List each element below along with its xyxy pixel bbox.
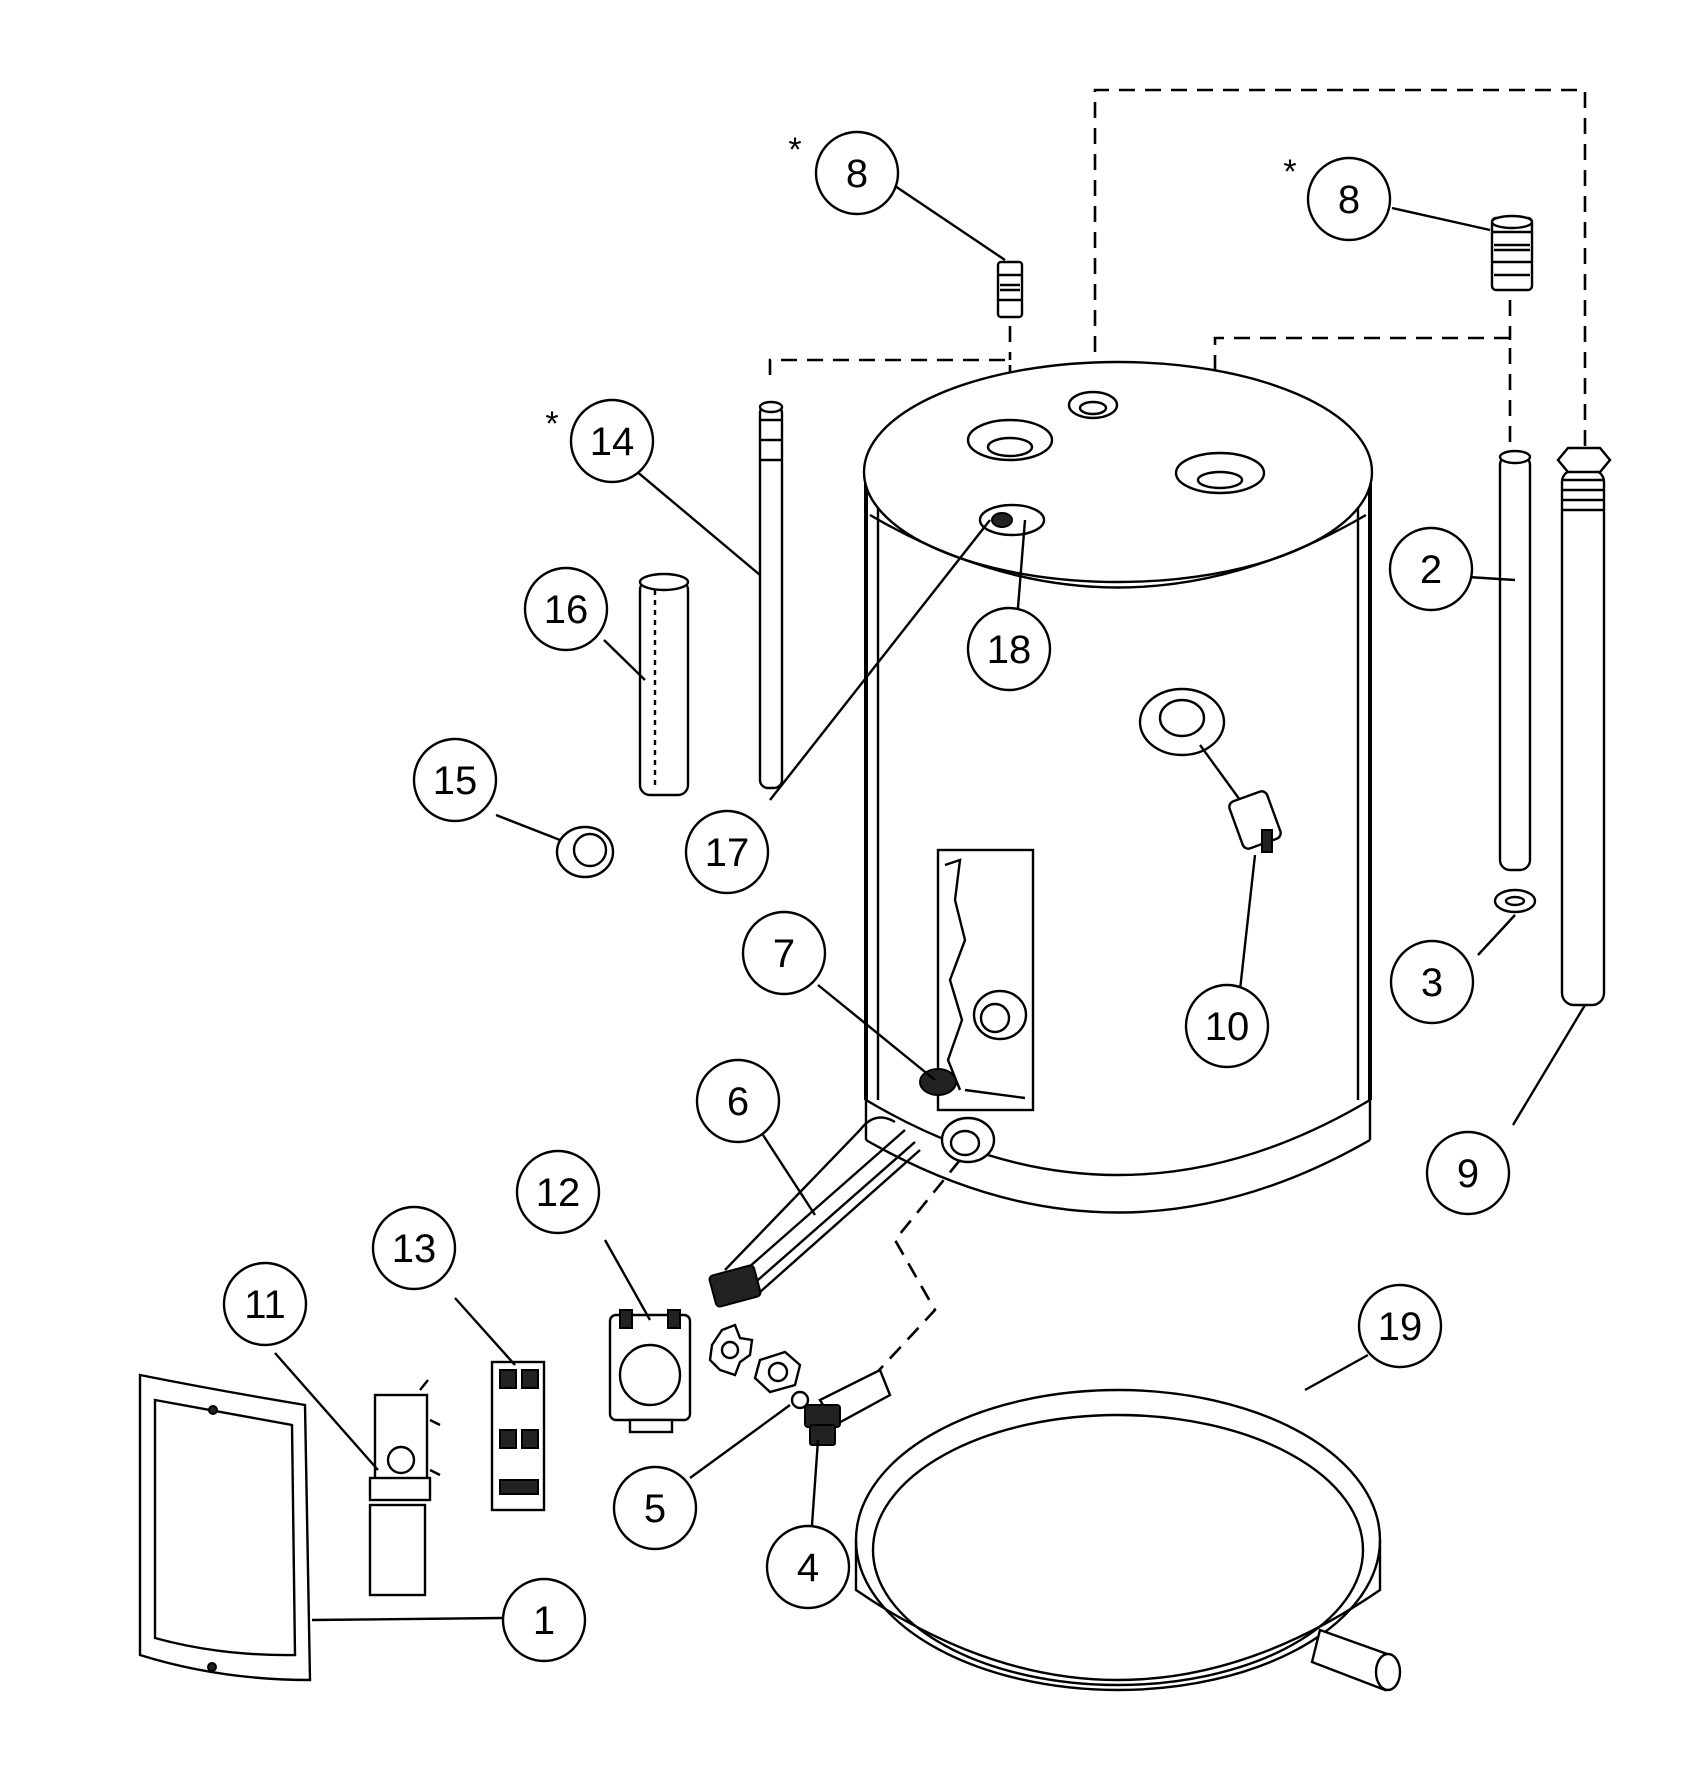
callout-label: 7 bbox=[773, 932, 795, 976]
callout-15: 15 bbox=[412, 737, 498, 823]
callout-14: * 14 bbox=[545, 398, 655, 484]
callout-9: 9 bbox=[1425, 1130, 1511, 1216]
callout-12: 12 bbox=[515, 1149, 601, 1235]
callout-label: 3 bbox=[1421, 961, 1443, 1005]
drain-pan bbox=[854, 1388, 1402, 1692]
callout-17: 17 bbox=[684, 809, 770, 895]
callout-label: 16 bbox=[544, 588, 589, 632]
callout-label: 11 bbox=[244, 1283, 286, 1327]
asterisk-mark: * bbox=[1283, 153, 1296, 191]
washer bbox=[1493, 888, 1537, 914]
callout-label: 1 bbox=[533, 1599, 555, 1643]
callout-label: 2 bbox=[1420, 548, 1442, 592]
callout-label: 8 bbox=[846, 152, 868, 196]
tank bbox=[862, 360, 1374, 1214]
thermostat-bracket bbox=[368, 1379, 441, 1597]
drain-valve bbox=[804, 1368, 892, 1446]
heating-element bbox=[708, 1116, 921, 1308]
insulation-sleeve bbox=[638, 572, 690, 797]
asterisk-mark: * bbox=[545, 405, 558, 443]
thermostat-probe bbox=[1199, 744, 1282, 853]
callout-8-left: * 8 bbox=[788, 130, 900, 216]
callout-11: 11 bbox=[222, 1261, 308, 1347]
callout-label: 9 bbox=[1457, 1152, 1479, 1196]
callout-label: 13 bbox=[392, 1227, 437, 1271]
callout-label: 17 bbox=[705, 831, 750, 875]
anode-rod-hex-head bbox=[1556, 446, 1612, 1007]
callout-7: 7 bbox=[741, 910, 827, 996]
callout-label: 18 bbox=[987, 628, 1032, 672]
callout-16: 16 bbox=[523, 566, 609, 652]
callout-8-right: * 8 bbox=[1283, 153, 1392, 242]
callout-3: 3 bbox=[1389, 939, 1475, 1025]
callout-10: 10 bbox=[1184, 983, 1270, 1069]
leader-lines bbox=[274, 185, 1587, 1622]
callout-1: 1 bbox=[501, 1577, 587, 1663]
callout-label: 5 bbox=[644, 1487, 666, 1531]
callout-label: 19 bbox=[1378, 1305, 1423, 1349]
callout-label: 6 bbox=[727, 1080, 749, 1124]
dip-tube bbox=[758, 400, 784, 790]
nipple-right bbox=[1490, 214, 1534, 292]
callout-19: 19 bbox=[1357, 1283, 1443, 1369]
callout-label: 4 bbox=[797, 1546, 819, 1590]
callout-label: 10 bbox=[1205, 1005, 1250, 1049]
callout-label: 8 bbox=[1338, 178, 1360, 222]
limit-control bbox=[490, 1360, 546, 1512]
nipple-left bbox=[996, 260, 1024, 319]
callout-13: 13 bbox=[371, 1205, 457, 1291]
asterisk-mark: * bbox=[788, 131, 801, 169]
element-gasket-and-nut bbox=[708, 1323, 810, 1410]
access-cover bbox=[138, 1373, 312, 1682]
plug bbox=[555, 825, 615, 879]
callout-4: 4 bbox=[765, 1524, 851, 1610]
callout-2: 2 bbox=[1388, 526, 1474, 612]
rating-label-panel bbox=[936, 848, 1035, 1112]
callout-18: 18 bbox=[966, 606, 1052, 692]
callout-6: 6 bbox=[695, 1058, 781, 1144]
callout-label: 12 bbox=[536, 1171, 581, 1215]
callout-label: 14 bbox=[590, 420, 635, 464]
callout-label: 15 bbox=[433, 759, 478, 803]
anode-rod bbox=[1498, 449, 1532, 872]
thermostat bbox=[608, 1309, 692, 1434]
callout-5: 5 bbox=[612, 1465, 698, 1551]
